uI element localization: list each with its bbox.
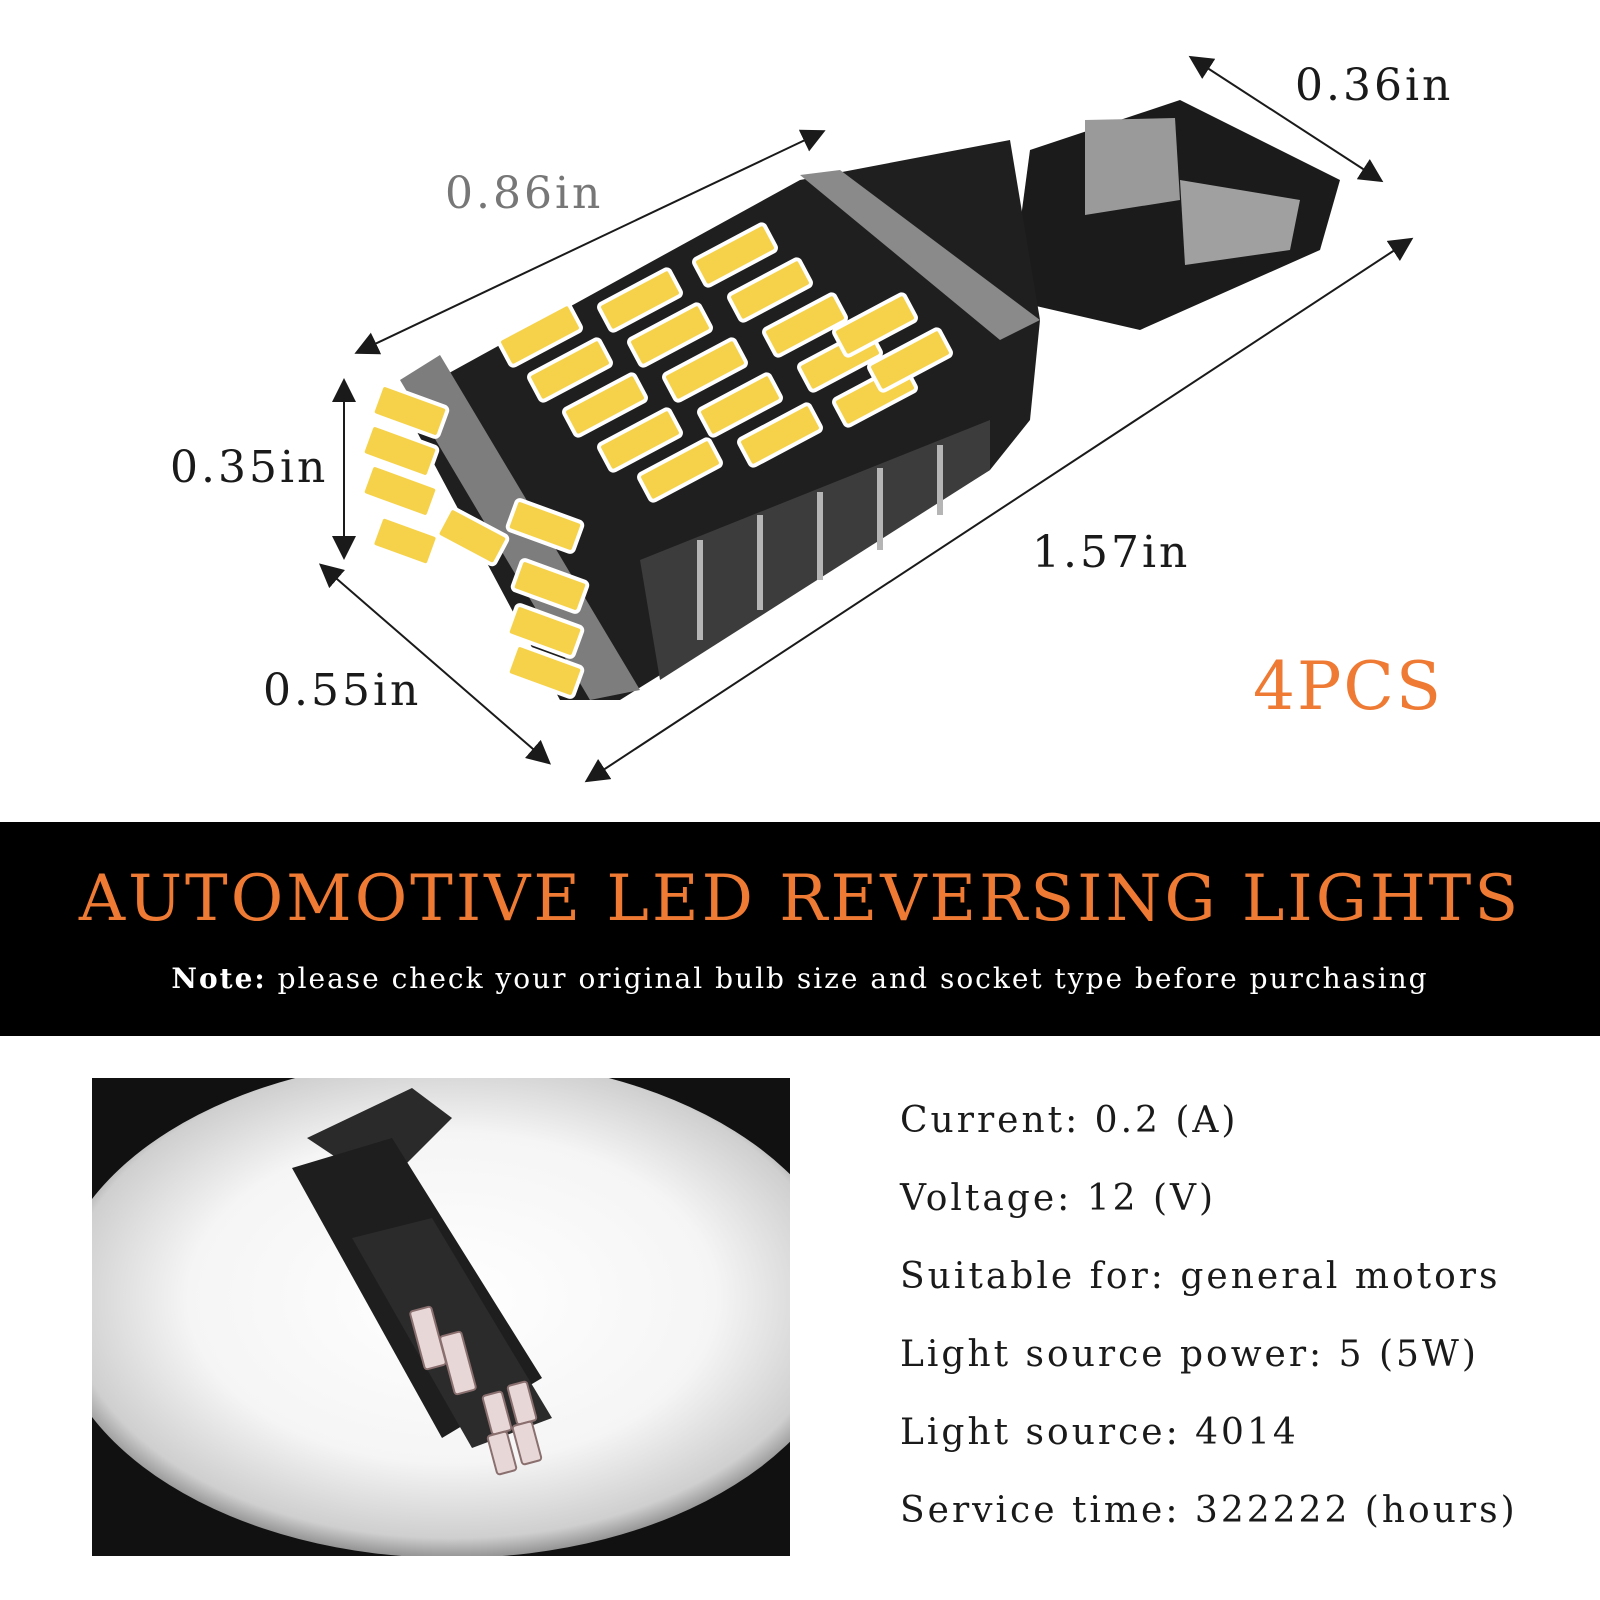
note-label: Note: bbox=[171, 962, 267, 995]
quantity-label: 4PCS bbox=[1253, 648, 1444, 725]
dim-label-base-width: 0.36in bbox=[1295, 60, 1454, 111]
dim-arrow-total-length bbox=[584, 237, 1414, 783]
banner-title: AUTOMOTIVE LED REVERSING LIGHTS bbox=[78, 862, 1522, 936]
spec-light-source-power: Light source power: 5 (5W) bbox=[900, 1334, 1479, 1375]
banner-note: Note: please check your original bulb si… bbox=[0, 962, 1600, 995]
spec-suitable-for: Suitable for: general motors bbox=[900, 1256, 1501, 1297]
spec-current: Current: 0.2 (A) bbox=[900, 1100, 1239, 1141]
dim-label-top-length: 0.86in bbox=[445, 168, 604, 219]
lit-bulb-photo bbox=[92, 1078, 790, 1556]
led-bulb-illustration bbox=[318, 55, 1414, 783]
dim-arrow-head-width bbox=[318, 563, 552, 765]
spec-voltage: Voltage: 12 (V) bbox=[900, 1178, 1217, 1219]
spec-light-source: Light source: 4014 bbox=[900, 1412, 1299, 1453]
dim-label-head-width: 0.55in bbox=[263, 665, 422, 716]
dim-label-head-height: 0.35in bbox=[170, 442, 329, 493]
title-banner: AUTOMOTIVE LED REVERSING LIGHTS Note: pl… bbox=[0, 822, 1600, 1036]
spec-list: Current: 0.2 (A) Voltage: 12 (V) Suitabl… bbox=[900, 1096, 1580, 1564]
dim-arrow-base-width bbox=[1188, 55, 1384, 183]
spec-service-time: Service time: 322222 (hours) bbox=[900, 1490, 1518, 1531]
dim-label-total-length: 1.57in bbox=[1032, 527, 1191, 578]
note-text: please check your original bulb size and… bbox=[277, 962, 1429, 995]
